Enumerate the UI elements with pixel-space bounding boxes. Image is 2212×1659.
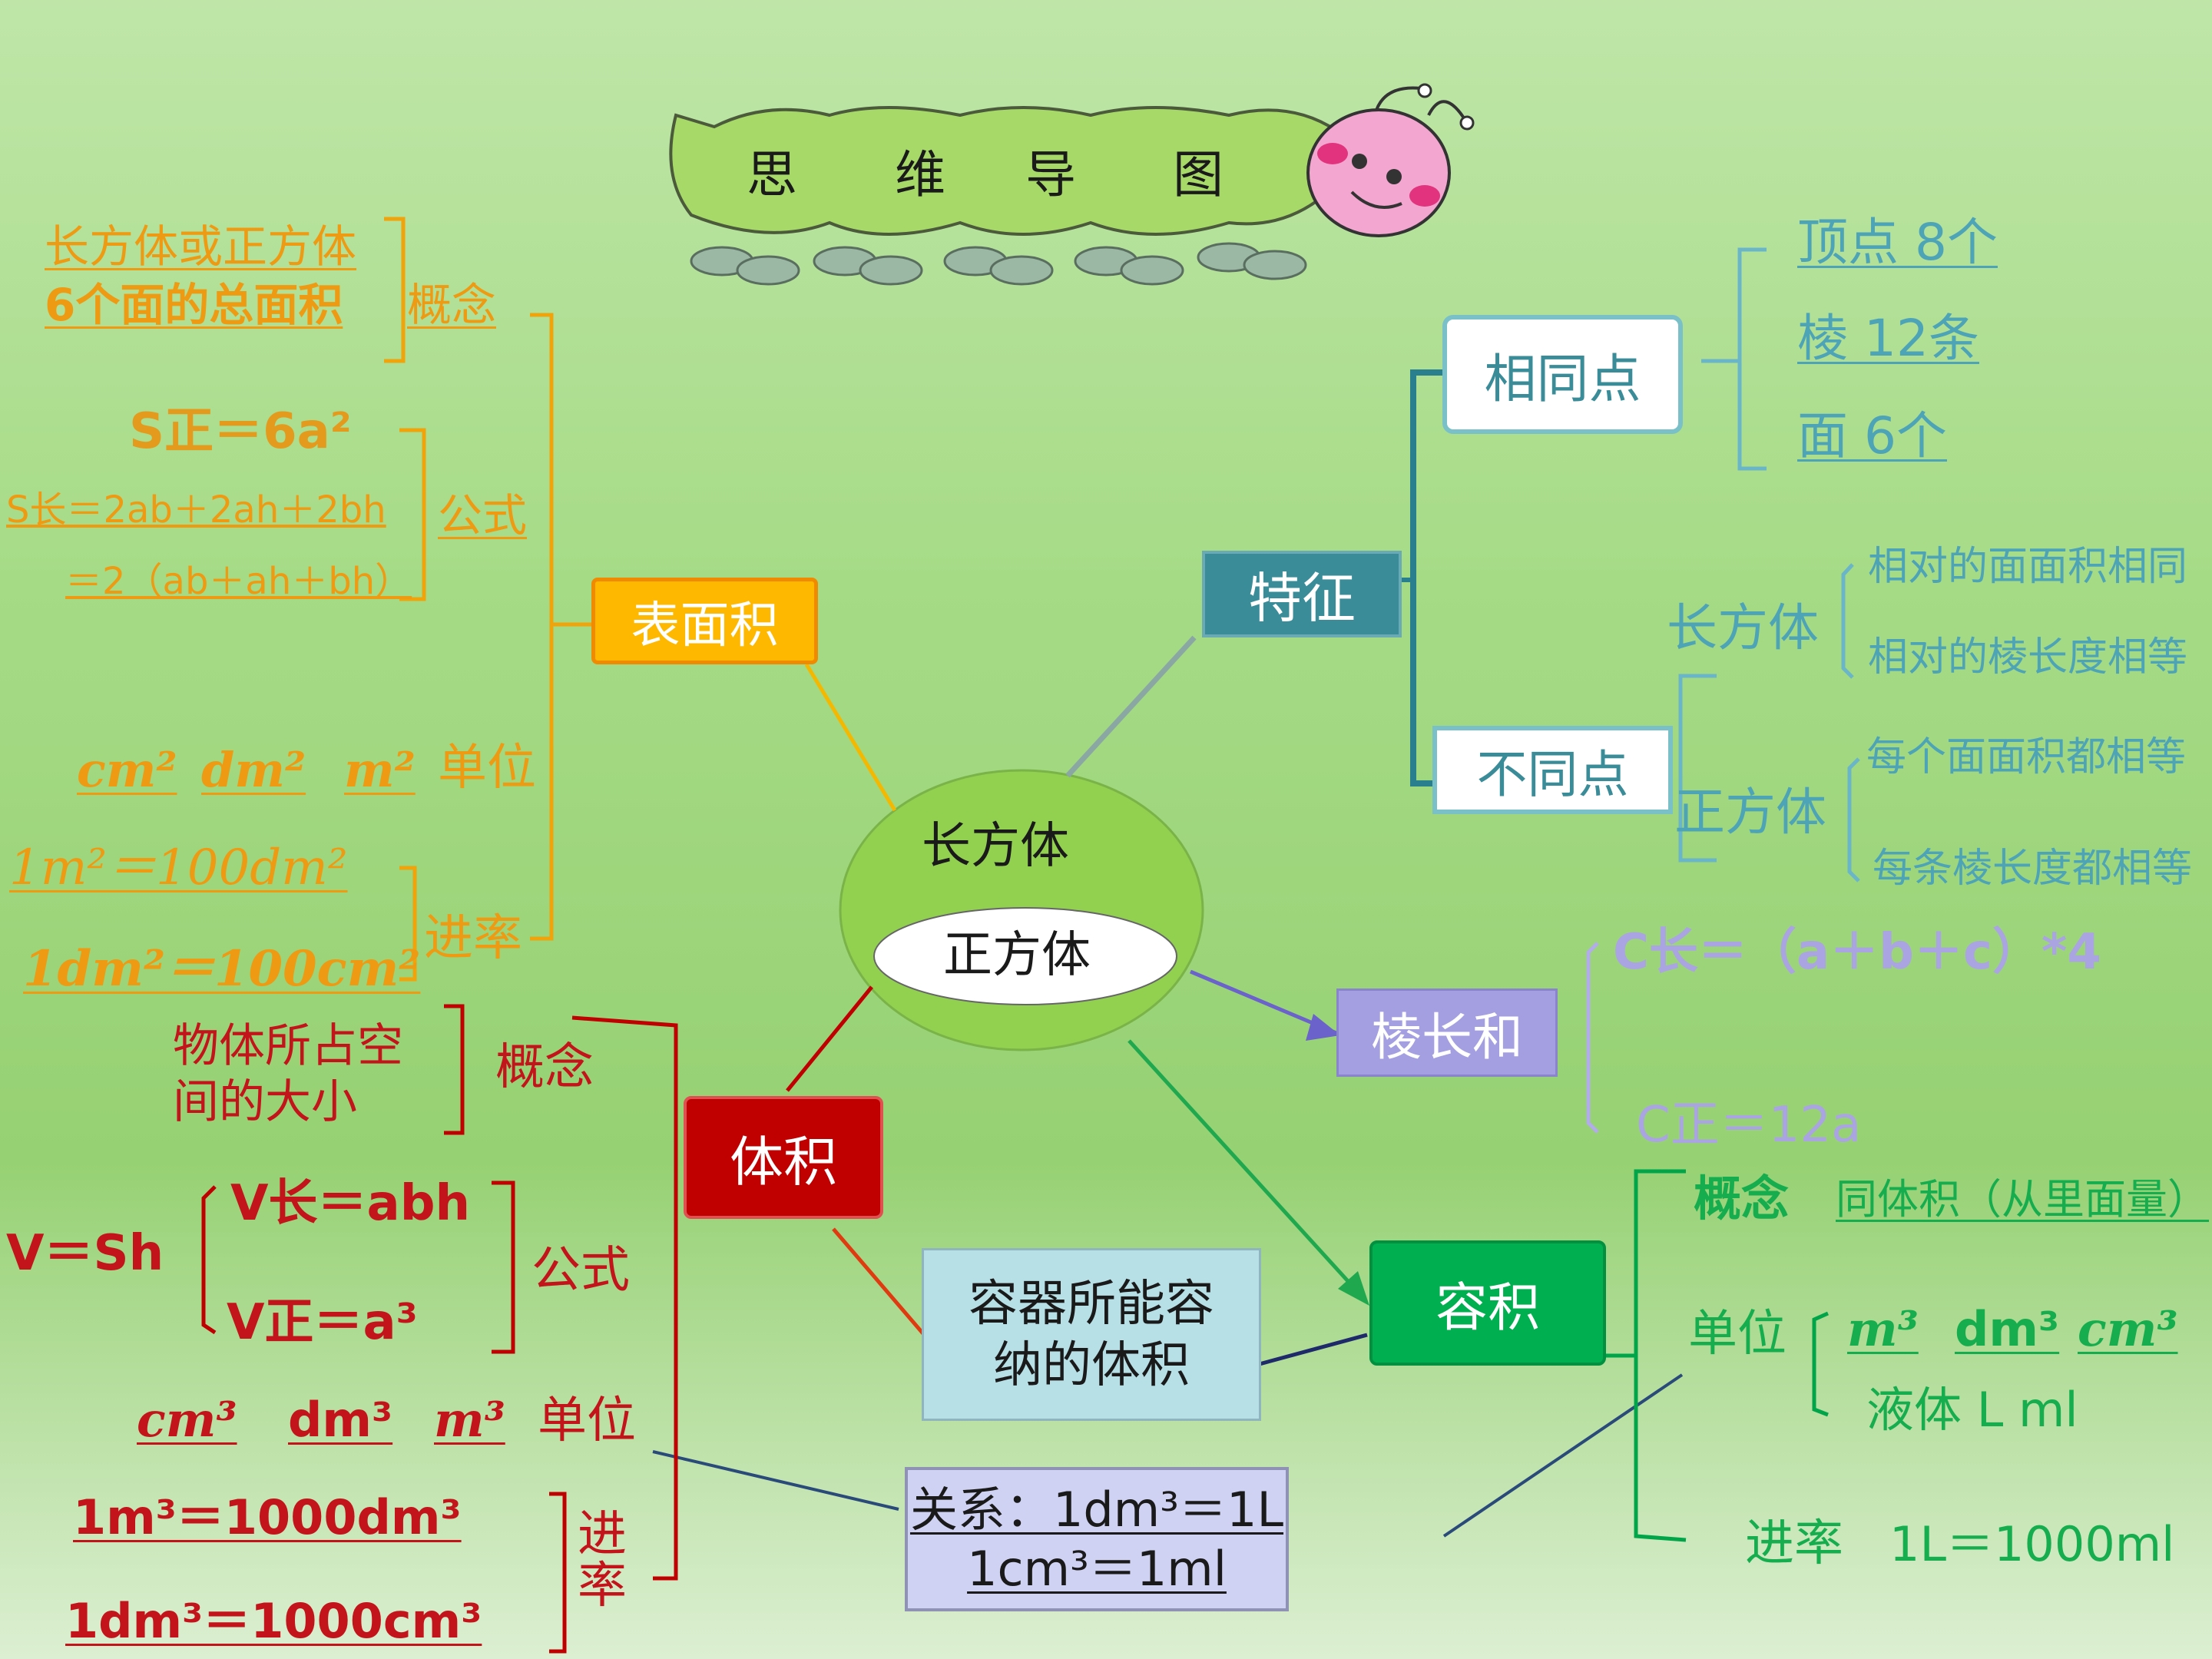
cube-diff-item: 每个面面积都相等 — [1866, 734, 2187, 780]
volume-unit-value: cm³ — [137, 1392, 237, 1448]
cuboid-label: 长方体 — [1667, 598, 1819, 657]
surface-area-node[interactable]: 表面积 — [591, 578, 818, 664]
capacity-unit-value: cm³ — [2078, 1301, 2178, 1357]
surface-unit-value: dm² — [201, 742, 306, 798]
surface-formula-line: S正＝6a² — [129, 403, 352, 460]
volume-formula-main: V＝Sh — [6, 1225, 164, 1282]
surface-rate-line: 1m²＝100dm² — [9, 839, 348, 896]
volume-formula-line: V正＝a³ — [227, 1294, 418, 1351]
capacity-unit-value: dm³ — [1955, 1301, 2060, 1357]
surface-unit-value: m² — [344, 742, 416, 798]
volume-unit-value: dm³ — [288, 1392, 393, 1448]
caterpillar-legs — [690, 242, 1307, 286]
volume-rate-label: 进率 — [578, 1506, 627, 1615]
surface-formula-label: 公式 — [438, 489, 528, 541]
surface-rate-line: 1dm²＝100cm² — [23, 940, 421, 998]
title-char: 维 — [895, 145, 945, 204]
capacity-liquid-unit: 液体 L ml — [1866, 1382, 2078, 1438]
diff-points-node[interactable]: 不同点 — [1432, 726, 1673, 814]
capacity-node[interactable]: 容积 — [1369, 1240, 1606, 1366]
volume-unit-label: 单位 — [538, 1392, 636, 1449]
same-item: 棱 12条 — [1797, 309, 1979, 368]
volume-rate-line: 1m³＝1000dm³ — [73, 1489, 462, 1545]
surface-formula-line: ＝2（ab＋ah＋bh） — [65, 560, 412, 603]
capacity-definition-box: 容器所能容 纳的体积 — [922, 1248, 1261, 1421]
capacity-concept-text: 同体积（从里面量） — [1836, 1175, 2209, 1224]
surface-concept-label: 概念 — [407, 279, 497, 331]
edge-sum-formula: C长＝（a＋b＋c）*4 — [1613, 924, 2101, 981]
volume-node[interactable]: 体积 — [684, 1096, 883, 1219]
features-node[interactable]: 特征 — [1202, 551, 1402, 637]
title-char: 导 — [1025, 145, 1076, 204]
relation-line: 关系：1dm³＝1L — [909, 1481, 1284, 1538]
same-points-node[interactable]: 相同点 — [1442, 315, 1683, 434]
capacity-definition-line: 容器所能容 — [969, 1275, 1214, 1333]
volume-concept-label: 概念 — [495, 1039, 594, 1096]
surface-unit-label: 单位 — [438, 740, 536, 796]
volume-concept-text: 间的大小 — [173, 1075, 357, 1129]
capacity-unit-value: m³ — [1847, 1301, 1919, 1357]
volume-rate-line: 1dm³＝1000cm³ — [65, 1593, 482, 1649]
capacity-unit-label: 单位 — [1688, 1306, 1786, 1363]
relation-line: 1cm³＝1ml — [967, 1541, 1227, 1597]
same-item: 面 6个 — [1797, 406, 1947, 465]
surface-concept-text: 6个面的总面积 — [45, 279, 343, 331]
caterpillar-body — [669, 106, 1338, 236]
center-inner-ellipse — [873, 907, 1177, 1005]
cuboid-diff-item: 相对的面面积相同 — [1868, 544, 2188, 590]
capacity-concept-label: 概念 — [1694, 1171, 1790, 1227]
cuboid-diff-item: 相对的棱长度相等 — [1868, 634, 2188, 680]
title-char: 图 — [1173, 145, 1224, 204]
center-cuboid-label: 长方体 — [922, 818, 1069, 875]
volume-formula-label: 公式 — [531, 1242, 630, 1299]
surface-rate-label: 进率 — [424, 910, 522, 967]
volume-formula-line: V长＝abh — [230, 1175, 471, 1232]
surface-concept-text: 长方体或正方体 — [45, 220, 357, 273]
surface-formula-line: S长＝2ab＋2ah＋2bh — [6, 488, 386, 531]
edge-sum-formula: C正＝12a — [1636, 1097, 1862, 1154]
edge-sum-node[interactable]: 棱长和 — [1336, 988, 1558, 1077]
cube-diff-item: 每条棱长度都相等 — [1873, 846, 2193, 892]
center-cube-label: 正方体 — [943, 927, 1091, 984]
capacity-definition-line: 纳的体积 — [993, 1336, 1190, 1394]
surface-unit-value: cm² — [77, 742, 177, 798]
relation-box: 关系：1dm³＝1L 1cm³＝1ml — [905, 1467, 1289, 1611]
caterpillar-head — [1306, 83, 1475, 237]
volume-unit-value: m³ — [434, 1392, 505, 1448]
title-char: 思 — [747, 145, 797, 204]
capacity-rate-label: 进率 — [1745, 1515, 1843, 1572]
same-item: 顶点 8个 — [1797, 213, 1998, 272]
capacity-rate-text: 1L＝1000ml — [1889, 1516, 2175, 1572]
cube-label: 正方体 — [1674, 783, 1826, 842]
volume-concept-text: 物体所占空 — [173, 1019, 403, 1073]
